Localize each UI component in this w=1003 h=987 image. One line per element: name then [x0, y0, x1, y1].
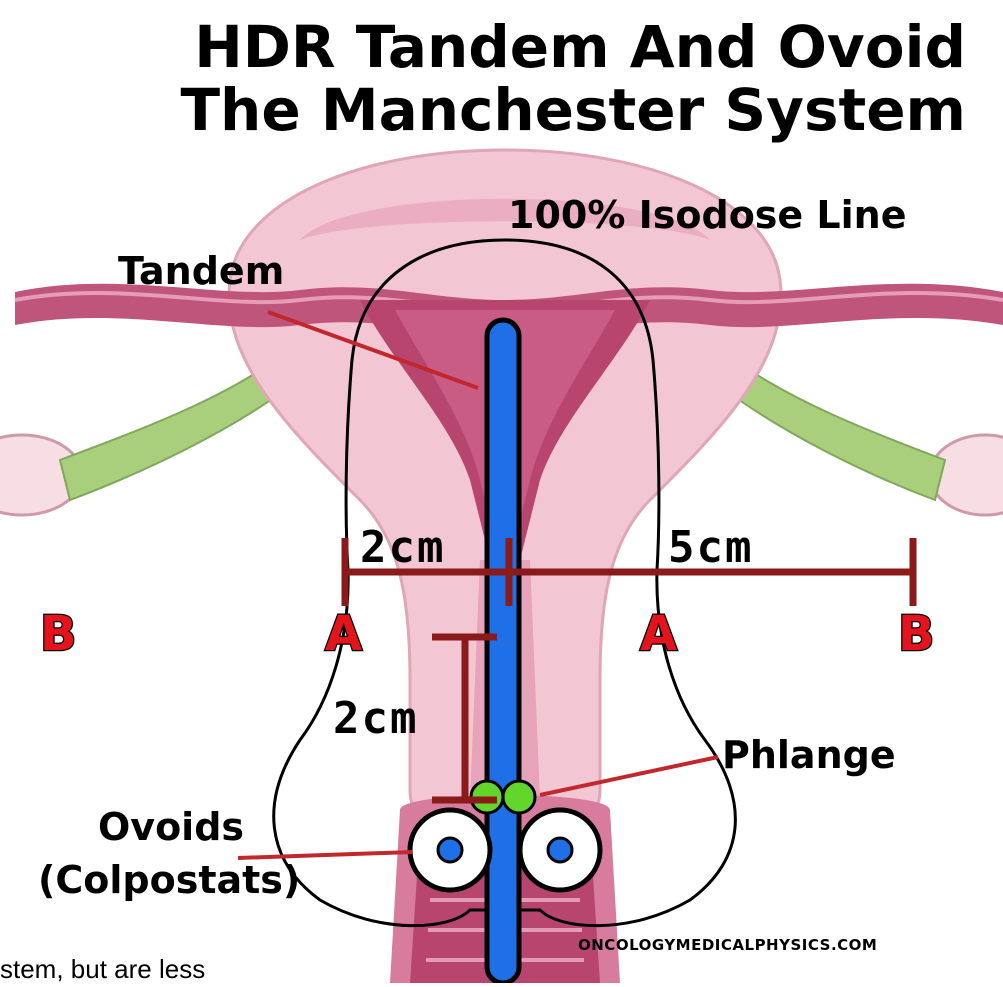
phlange-right-bulb	[503, 781, 535, 813]
right-ovoid-source	[548, 838, 572, 862]
colpostats-label: (Colpostats)	[38, 858, 300, 902]
left-ovoid-source	[438, 838, 462, 862]
phlange-label: Phlange	[722, 733, 896, 777]
title-line-2: The Manchester System	[180, 76, 966, 144]
tandem-label: Tandem	[118, 249, 284, 293]
measure-5cm-horizontal: 5cm	[668, 522, 753, 573]
measure-2cm-horizontal: 2cm	[360, 522, 445, 573]
site-credit: ONCOLOGYMEDICALPHYSICS.COM	[578, 936, 877, 954]
tandem-applicator	[487, 320, 519, 983]
point-a-left: A	[325, 606, 362, 662]
tandem-rod	[487, 320, 519, 983]
point-a-right: A	[640, 606, 677, 662]
right-ligament	[725, 360, 945, 500]
point-b-right: B	[898, 606, 935, 662]
title-line-1: HDR Tandem And Ovoid	[194, 13, 966, 81]
point-b-left: B	[40, 606, 77, 662]
measure-2cm-vertical: 2cm	[333, 693, 418, 744]
left-ligament	[60, 360, 285, 500]
ovoids-label: Ovoids	[98, 805, 244, 849]
caption-fragment: stem, but are less	[0, 954, 205, 983]
isodose-label: 100% Isodose Line	[508, 193, 906, 237]
